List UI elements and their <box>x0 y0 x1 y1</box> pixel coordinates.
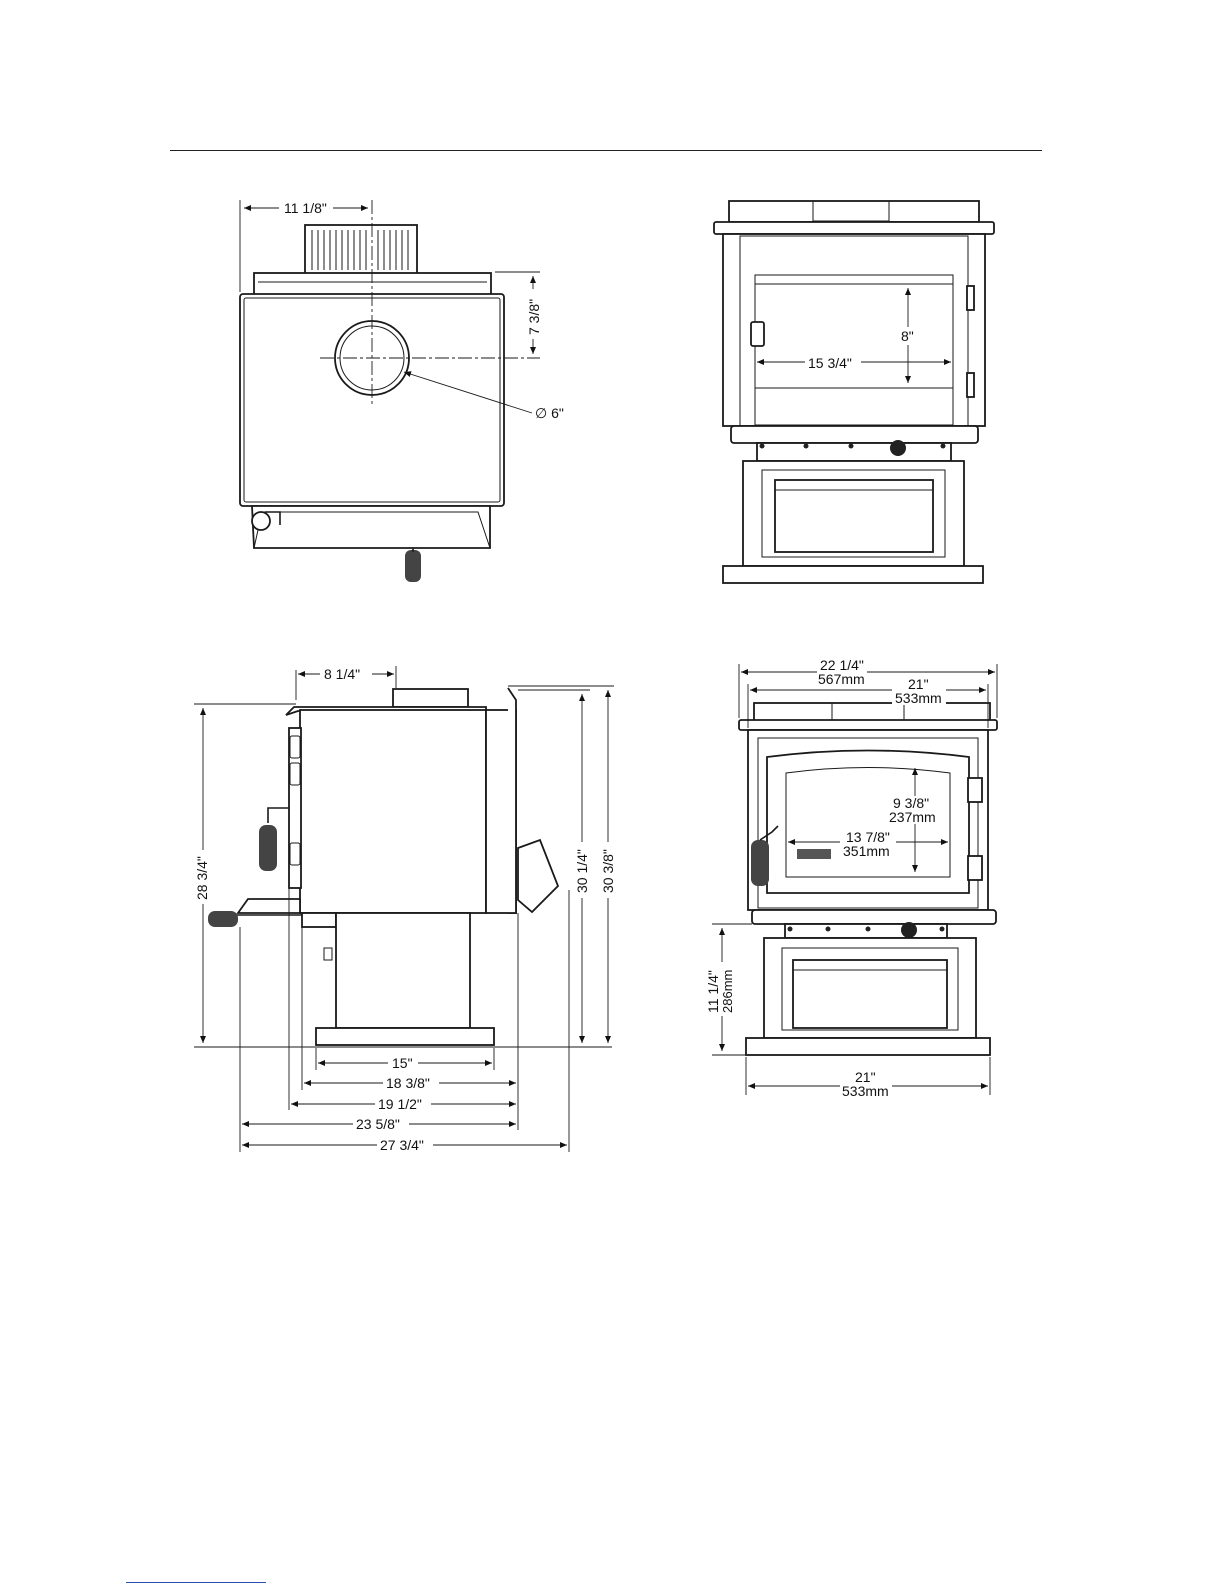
top-height-label: 7 3/8" <box>526 299 542 335</box>
side-height-28-label: 28 3/4" <box>194 856 210 900</box>
firebox-width-label: 15 3/4" <box>808 355 852 371</box>
front-top-width-mm-label: 567mm <box>818 671 865 687</box>
top-width-label: 11 1/8" <box>284 200 327 216</box>
footer-link-underline <box>126 1582 266 1583</box>
side-base-15-label: 15" <box>392 1055 413 1071</box>
front-body-width-mm-label: 533mm <box>895 690 942 706</box>
flue-diameter-label: ∅ 6" <box>535 405 564 421</box>
front-open-view <box>714 201 994 583</box>
pedestal-height-in-label: 11 1/4" <box>705 970 721 1013</box>
base-width-mm-label: 533mm <box>842 1083 889 1099</box>
front-view <box>712 664 997 1095</box>
side-height-30-three-eighths-label: 30 3/8" <box>600 849 616 893</box>
side-height-30-quarter-label: 30 1/4" <box>574 849 590 893</box>
side-23-label: 23 5/8" <box>356 1116 400 1132</box>
side-18-label: 18 3/8" <box>386 1075 430 1091</box>
pedestal-height-mm-label: 286mm <box>720 970 735 1013</box>
firebox-height-label: 8" <box>901 328 914 344</box>
glass-width-mm-label: 351mm <box>843 843 890 859</box>
side-19-label: 19 1/2" <box>378 1096 422 1112</box>
side-27-label: 27 3/4" <box>380 1137 424 1153</box>
top-view <box>240 200 540 582</box>
side-top-offset-label: 8 1/4" <box>324 666 360 682</box>
glass-height-mm-label: 237mm <box>889 809 936 825</box>
